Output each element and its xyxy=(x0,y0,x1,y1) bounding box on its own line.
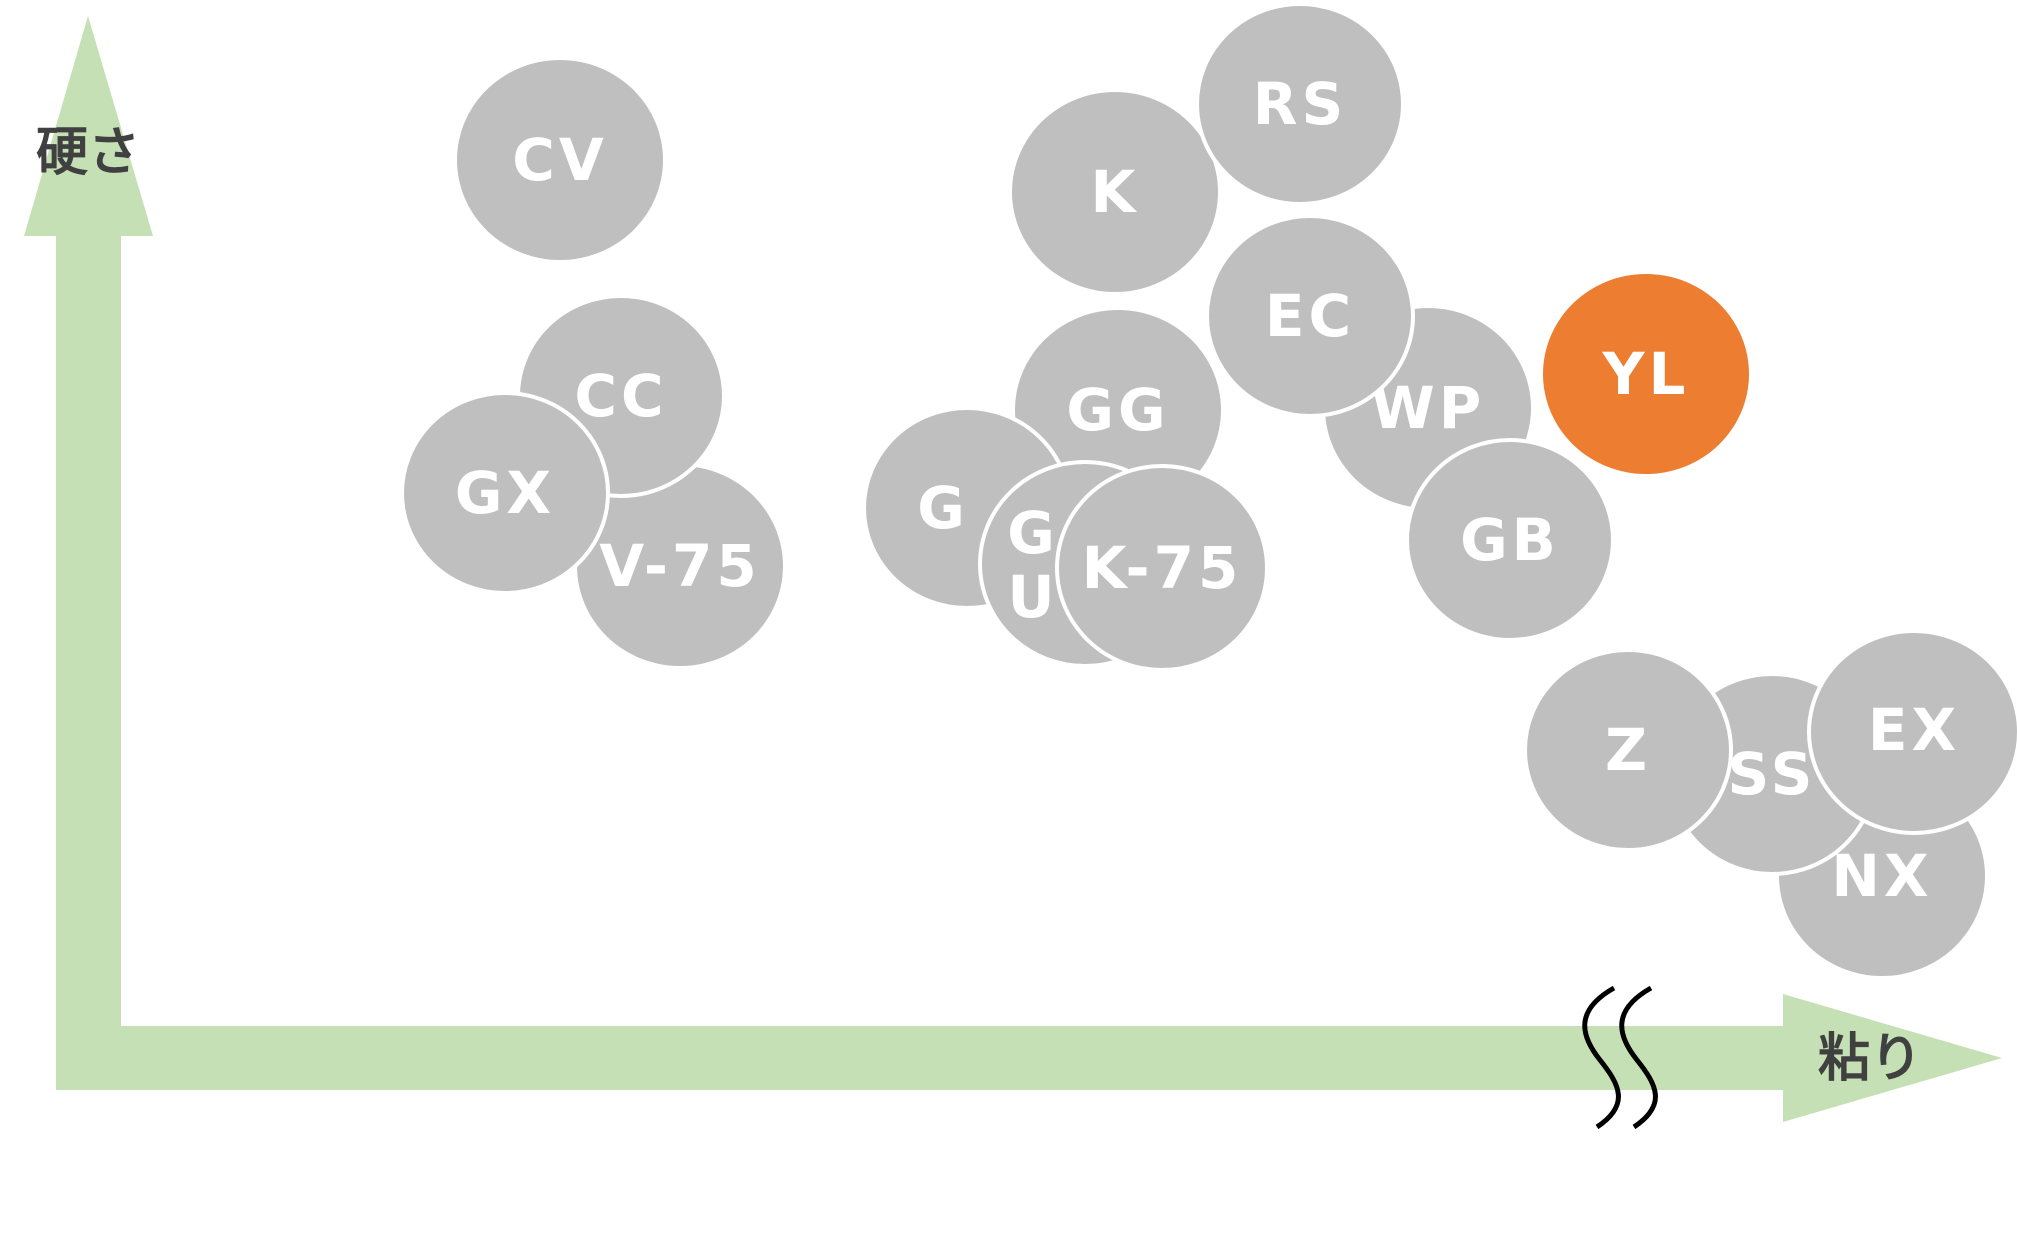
node-gb: GB xyxy=(1405,438,1615,642)
node-shape-rs xyxy=(1195,2,1405,206)
node-shape-yl xyxy=(1543,274,1749,474)
node-shape-gx xyxy=(400,391,610,595)
node-v75: V-75 xyxy=(577,466,783,666)
node-label-ex: EX xyxy=(1868,696,1960,764)
node-label-nx: NX xyxy=(1831,842,1932,910)
break-wave-right xyxy=(1619,985,1658,1130)
node-label-gx: GX xyxy=(455,459,555,527)
node-label-g: G xyxy=(917,474,969,542)
axis-break-mark xyxy=(1582,985,1658,1130)
node-shape-k75 xyxy=(1055,464,1269,672)
node-cv: CV xyxy=(457,60,663,260)
node-label-z: Z xyxy=(1605,716,1651,784)
node-label-gb: GB xyxy=(1460,506,1560,574)
node-label-k75: K-75 xyxy=(1082,534,1243,602)
node-shape-gb xyxy=(1405,438,1615,642)
node-label-cc: CC xyxy=(574,362,667,430)
node-z: Z xyxy=(1523,648,1733,852)
node-yl: YL xyxy=(1543,274,1749,474)
node-k: K xyxy=(1012,92,1218,292)
y-axis-arrow xyxy=(24,16,153,1090)
node-rs: RS xyxy=(1195,2,1405,206)
node-shape-gg xyxy=(1015,310,1221,510)
node-label-ec: EC xyxy=(1265,282,1355,350)
node-k75: K-75 xyxy=(1055,464,1269,672)
node-shape-v75 xyxy=(577,466,783,666)
node-label-k: K xyxy=(1091,158,1140,226)
node-label-cv: CV xyxy=(512,126,607,194)
node-label-ss: SS xyxy=(1728,740,1817,808)
break-wave-left xyxy=(1582,985,1621,1130)
node-shape-z xyxy=(1523,648,1733,852)
y-axis-label: 硬さ xyxy=(36,123,140,183)
node-shape-ec xyxy=(1205,214,1415,418)
node-label-wp: WP xyxy=(1371,374,1485,442)
node-shape-ex xyxy=(1807,629,2017,835)
node-label-gg: GG xyxy=(1066,376,1169,444)
x-axis-arrow xyxy=(110,994,2002,1122)
node-label-v75: V-75 xyxy=(599,532,760,600)
node-ec: EC xyxy=(1205,214,1415,418)
node-gx: GX xyxy=(400,391,610,595)
node-label-rs: RS xyxy=(1253,70,1347,138)
node-shape-k xyxy=(1012,92,1218,292)
node-ex: EX xyxy=(1807,629,2017,835)
node-gg: GG xyxy=(1015,310,1221,510)
node-shape-cv xyxy=(457,60,663,260)
node-label-yl: YL xyxy=(1602,340,1690,408)
x-axis-label: 粘り xyxy=(1818,1029,1922,1089)
